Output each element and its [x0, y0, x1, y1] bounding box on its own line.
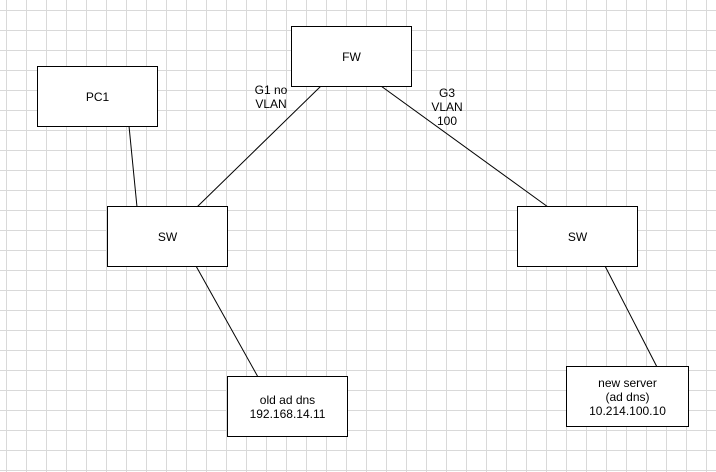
new-server-node[interactable]: new server (ad dns) 10.214.100.10: [566, 366, 689, 427]
link-sw-left-old-server: [195, 265, 259, 378]
firewall-node[interactable]: FW: [291, 26, 412, 87]
link-fw-sw-left: [196, 85, 322, 208]
old-server-label: old ad dns 192.168.14.11: [249, 392, 326, 421]
switch-right-node[interactable]: SW: [517, 206, 638, 267]
link-pc1-sw-left: [128, 125, 138, 208]
new-server-label: new server (ad dns) 10.214.100.10: [589, 375, 666, 418]
edge-label-g3: G3 VLAN 100: [431, 86, 463, 128]
link-sw-right-new-server: [604, 265, 658, 368]
switch-right-label: SW: [567, 229, 588, 244]
pc1-node[interactable]: PC1: [37, 66, 158, 127]
switch-left-label: SW: [157, 229, 178, 244]
old-server-node[interactable]: old ad dns 192.168.14.11: [227, 376, 348, 437]
pc1-label: PC1: [85, 89, 110, 104]
firewall-label: FW: [342, 49, 361, 64]
link-fw-sw-right: [380, 85, 549, 208]
switch-left-node[interactable]: SW: [107, 206, 228, 267]
edge-label-g1: G1 no VLAN: [254, 83, 288, 111]
